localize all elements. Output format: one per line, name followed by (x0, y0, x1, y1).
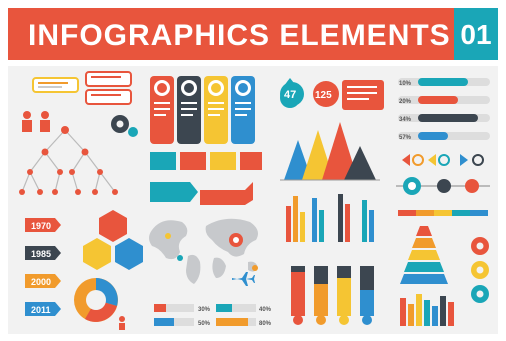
bar-chart-vertical (286, 194, 374, 242)
airplane-icon (232, 272, 255, 286)
battery-pct-3: 40% (259, 307, 272, 313)
hexagon-cluster (83, 210, 143, 270)
stat-circle (313, 81, 339, 107)
speech-label-1 (32, 77, 79, 93)
color-strip (398, 210, 488, 216)
battery-pct-4: 80% (259, 321, 272, 327)
page-title: INFOGRAPHICS ELEMENTS (28, 19, 451, 52)
pyramid-chart (400, 226, 448, 284)
speech-bubbles (150, 152, 262, 170)
progress-pct-3: 34% (399, 117, 412, 123)
battery-pct-1: 30% (198, 307, 211, 313)
label-card (342, 80, 384, 110)
drop-marker (280, 78, 304, 108)
year-4: 2011 (31, 305, 51, 315)
header-banner: INFOGRAPHICS ELEMENTS (8, 8, 454, 60)
pie-chart-icon (74, 278, 118, 322)
tag-cards (150, 76, 255, 144)
battery-pct-2: 50% (198, 321, 211, 327)
year-1: 1970 (31, 221, 51, 231)
year-timeline (25, 218, 61, 316)
person-pin (119, 316, 125, 330)
progress-pct-2: 20% (399, 99, 412, 105)
progress-pct-1: 10% (399, 81, 412, 87)
people-icon (22, 111, 50, 132)
peak-chart (280, 122, 380, 181)
badge-number: 01 (460, 19, 492, 50)
pin-icon (165, 233, 258, 271)
number-badge: 01 (454, 8, 498, 60)
arrows-icon (402, 154, 484, 166)
world-map-icon (149, 218, 258, 284)
year-3: 2000 (31, 277, 51, 287)
progress-bars (398, 78, 490, 140)
stat-value-1: 47 (284, 89, 296, 101)
tree-diagram-icon (21, 129, 116, 193)
stat-value-2: 125 (315, 90, 332, 101)
process-steps (396, 177, 490, 195)
gear-icon-right (471, 237, 489, 303)
tree-nodes (19, 126, 118, 195)
ribbon-banner (150, 182, 253, 205)
year-2: 1985 (31, 249, 51, 259)
speech-label-2 (85, 71, 132, 105)
battery-bars (154, 304, 256, 326)
gear-icon (111, 115, 138, 137)
thermometer-bars (291, 266, 374, 325)
progress-pct-4: 57% (399, 135, 412, 141)
stacked-bars (400, 294, 454, 326)
